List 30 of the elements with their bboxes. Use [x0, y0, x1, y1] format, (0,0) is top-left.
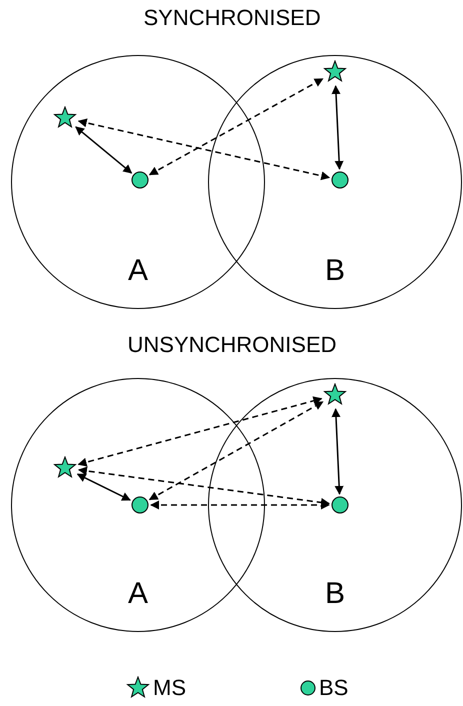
double-arrow	[150, 500, 330, 510]
cell-label: A	[128, 579, 148, 609]
double-arrow	[75, 126, 132, 174]
mobile-station-star	[52, 456, 76, 480]
base-station-dot	[330, 170, 348, 188]
legend-label: BS	[319, 676, 348, 700]
legend-label: MS	[153, 676, 186, 700]
double-arrow	[78, 466, 330, 507]
double-arrow	[78, 118, 330, 180]
cell-circle	[11, 378, 265, 632]
cell-circle	[11, 55, 265, 309]
mobile-station-star	[322, 60, 346, 84]
double-arrow	[148, 78, 324, 176]
section-heading: UNSYNCHRONISED	[128, 333, 337, 357]
cell-label: A	[128, 256, 148, 286]
double-arrow	[332, 85, 344, 170]
cell-circle	[208, 55, 462, 309]
double-arrow	[332, 408, 344, 495]
base-station-dot	[130, 496, 148, 514]
double-arrow	[76, 474, 131, 501]
double-arrow	[78, 396, 322, 467]
mobile-station-star	[322, 382, 346, 406]
cell-label: B	[324, 256, 345, 286]
cell-circle	[208, 378, 462, 632]
base-station-dot	[130, 170, 148, 188]
cell-label: B	[324, 579, 345, 609]
mobile-station-star	[52, 106, 76, 130]
section-heading: SYNCHRONISED	[144, 6, 321, 30]
double-arrow	[148, 401, 324, 500]
base-station-dot	[330, 496, 348, 514]
